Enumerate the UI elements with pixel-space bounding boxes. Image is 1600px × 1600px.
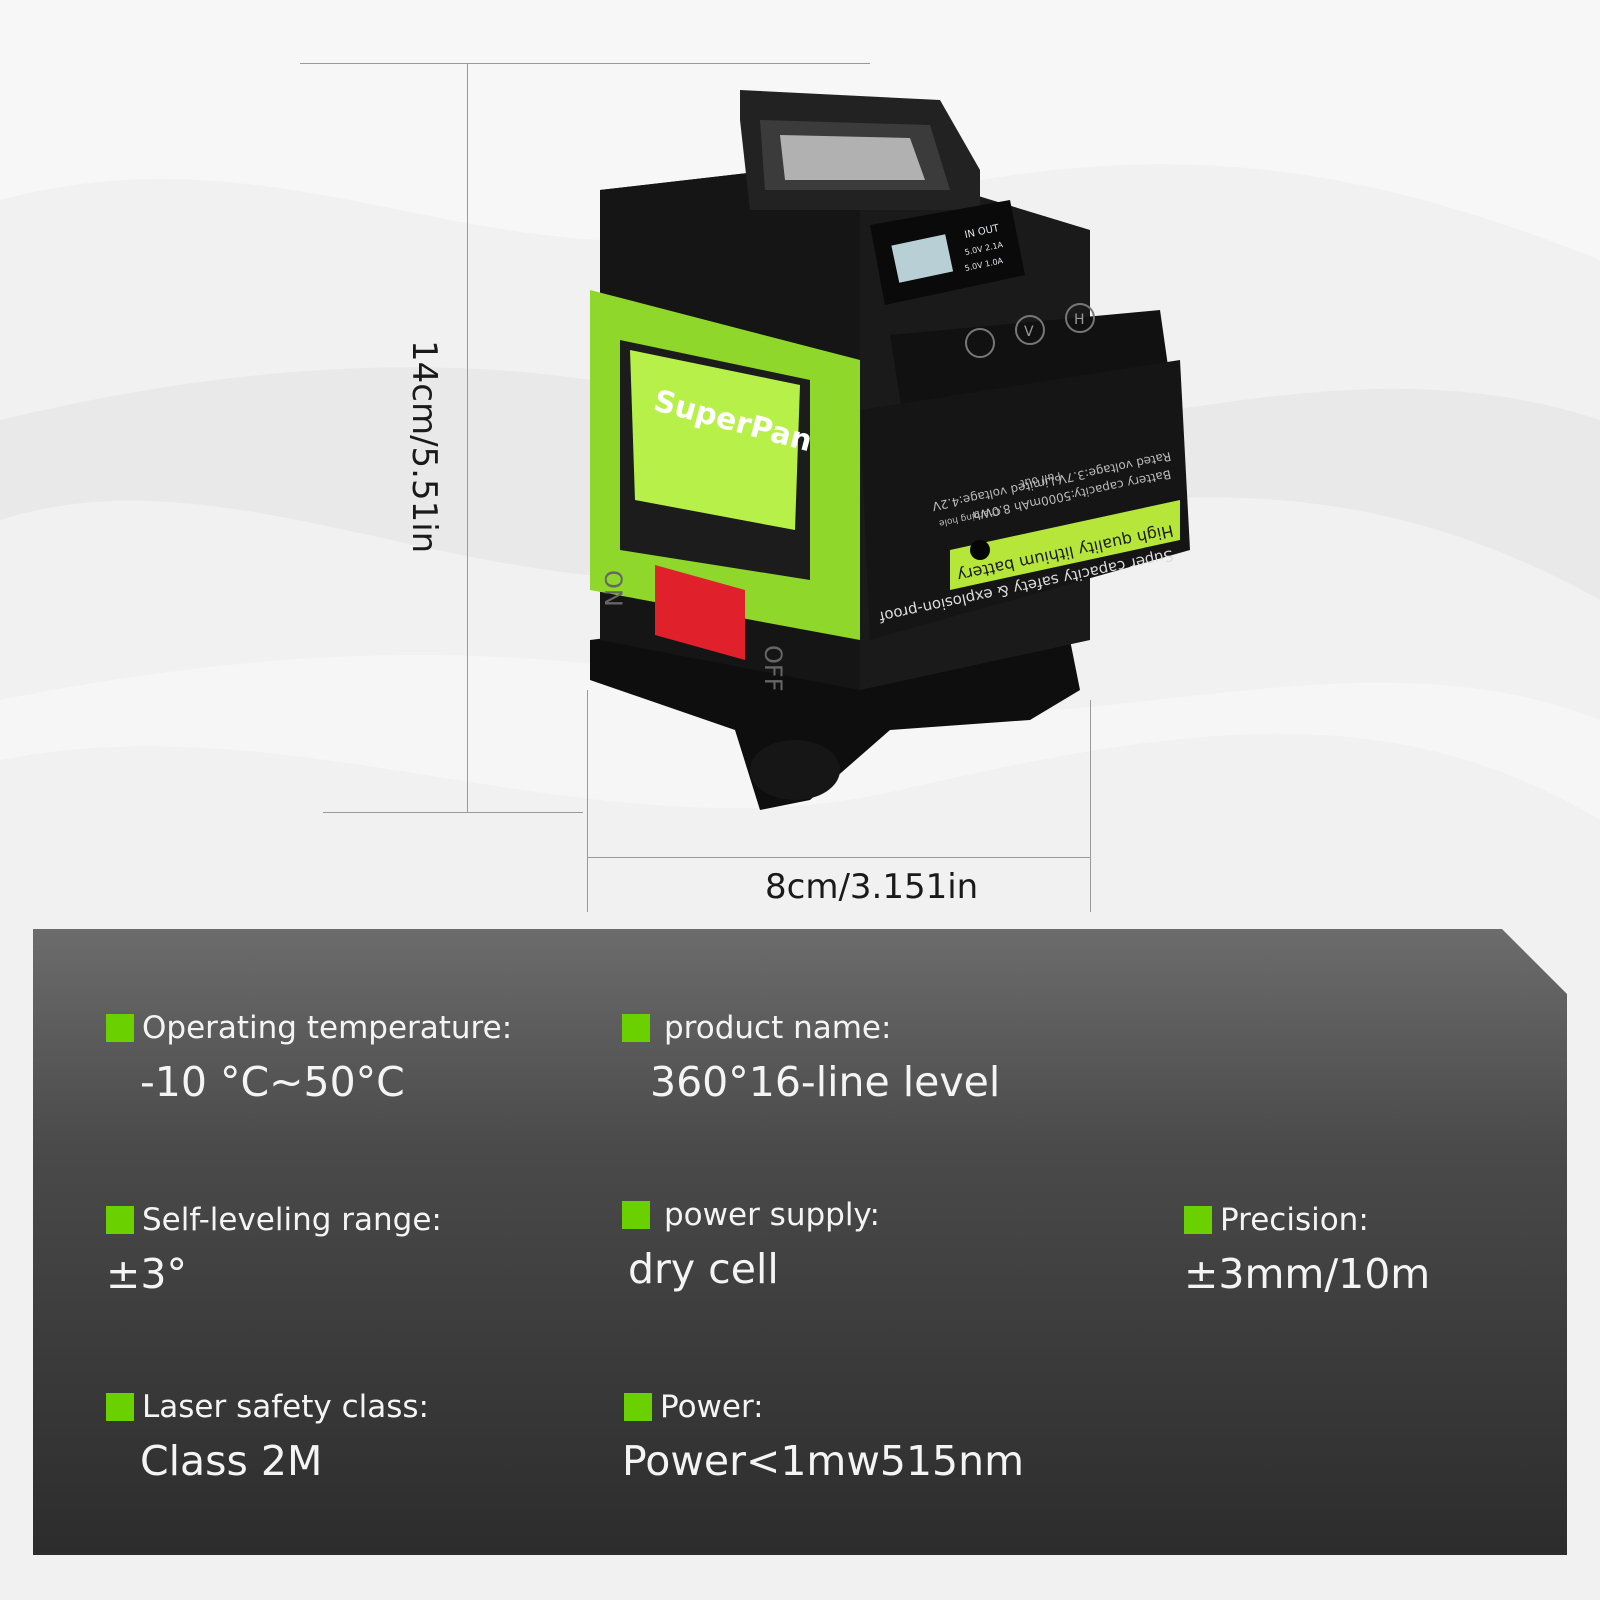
h-button[interactable] [1065,303,1095,333]
v-button-label: V [1024,324,1034,340]
spec-label: Power: [660,1389,764,1425]
spec-value: 360°16-line level [650,1058,1001,1106]
spec-power: Power: Power<1mw515nm [622,1389,1025,1485]
bullet-square-icon [622,1014,650,1042]
spec-operating-temperature: Operating temperature: -10 °C~50°C [106,1010,512,1106]
spec-label: Operating temperature: [142,1010,513,1046]
bullet-square-icon [624,1393,652,1421]
height-bottom-extension-line [323,812,583,813]
laser-level-device: IN OUT 5.0V 2.1A 5.0V 1.0A V H SuperPan … [590,90,1190,810]
plan-button[interactable] [965,328,995,358]
spec-product-name: product name: 360°16-line level [622,1010,1000,1106]
width-dimension-line [587,857,1090,858]
spec-label: Precision: [1220,1202,1369,1238]
spec-value: ±3° [106,1250,187,1298]
height-dimension-line [467,63,468,813]
spec-value: -10 °C~50°C [140,1058,405,1106]
spec-label: product name: [664,1010,892,1046]
spec-self-leveling-range: Self-leveling range: ±3° [106,1202,442,1298]
spec-laser-safety-class: Laser safety class: Class 2M [106,1389,429,1485]
h-button-label: H [1074,312,1085,328]
switch-on-label: ON [599,570,627,607]
bullet-square-icon [622,1201,650,1229]
switch-off-label: OFF [759,645,787,692]
spec-value: dry cell [628,1245,779,1293]
spec-value: ±3mm/10m [1184,1250,1431,1298]
v-button[interactable] [1015,315,1045,345]
spec-label: Laser safety class: [142,1389,429,1425]
width-left-extension-line [587,690,588,912]
width-right-extension-line [1090,700,1091,912]
spec-label: power supply: [664,1197,880,1233]
spec-precision: Precision: ±3mm/10m [1184,1202,1430,1298]
width-label: 8cm/3.151in [765,867,979,907]
bullet-square-icon [106,1014,134,1042]
bullet-square-icon [106,1206,134,1234]
charging-port[interactable] [970,540,990,560]
height-label: 14cm/5.51in [404,340,444,554]
spec-panel [33,929,1567,1555]
spec-value: Class 2M [140,1437,323,1485]
spec-power-supply: power supply: dry cell [622,1197,880,1293]
spec-value: Power<1mw515nm [622,1437,1025,1485]
bullet-square-icon [106,1393,134,1421]
bullet-square-icon [1184,1206,1212,1234]
power-switch[interactable] [655,565,745,660]
height-top-extension-line [300,63,870,64]
spec-label: Self-leveling range: [142,1202,442,1238]
